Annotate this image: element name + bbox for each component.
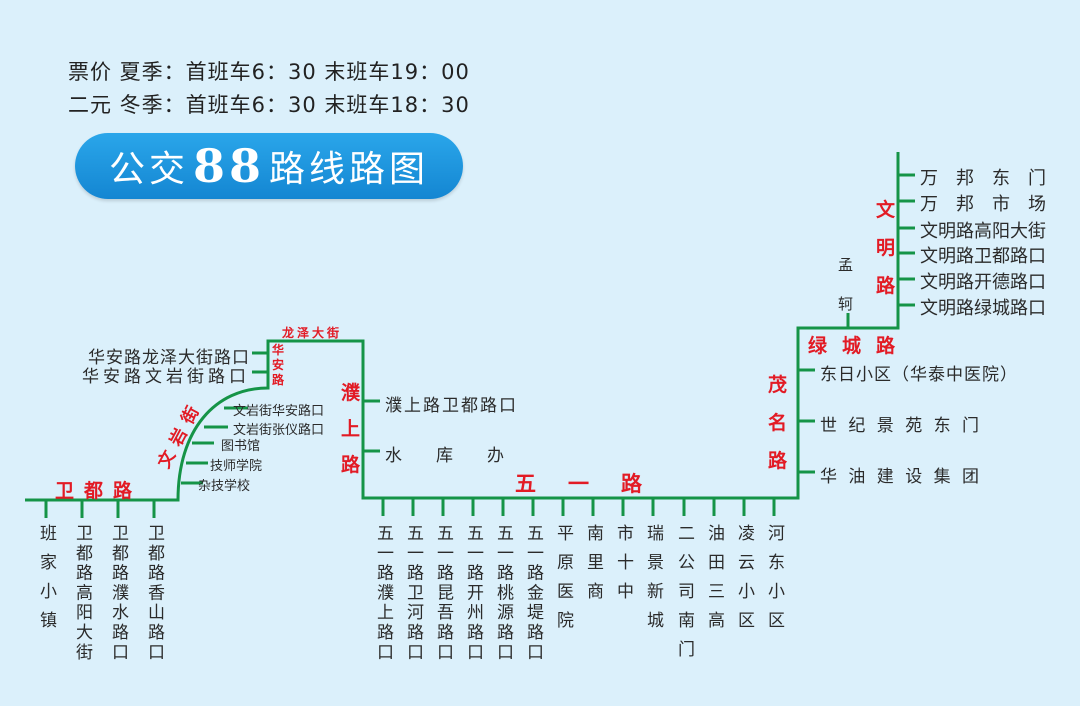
stop-huaan-wenyan: 华安路文岩街路口 [82,367,250,387]
road-label-wuyi: 五一路 [515,472,674,496]
stop-vertical: 五一路濮上路口 [373,524,393,663]
stop-vertical: 二公司南门 [674,524,694,669]
stop-vertical: 凌云小区 [734,524,754,640]
stop-wenming: 文明路绿城路口 [920,298,1046,319]
stop-vertical: 五一路桃源路口 [493,524,513,663]
stop-vertical: 卫都路香山路口 [144,524,164,663]
stop-ticks [44,173,915,518]
stop-huaan-longze: 华安路龙泽大街路口 [88,348,250,368]
stop-vertical: 五一路卫河路口 [403,524,423,663]
road-label-maoming: 茂名路 [768,374,788,472]
title-prefix: 公交 [108,149,189,190]
stop-wenming: 万 邦 市 场 [920,194,1046,215]
stop-wenming: 万 邦 东 门 [920,168,1046,189]
stop-vertical: 五一路昆吾路口 [433,524,453,663]
stop-pushang-weidu: 濮上路卫都路口 [385,396,518,416]
stop-vertical: 南里商 [583,524,603,611]
road-label-wenming: 文明路 [876,199,896,297]
stop-wenming: 文明路开德路口 [920,272,1046,293]
stop-wenyan-huaan: 文岩街华安路口 [233,404,325,419]
stop-shiji-jingyuan: 世 纪 景 苑 东 门 [820,416,983,436]
title-suffix: 路线路图 [269,149,430,190]
road-label-lvcheng: 绿城路 [808,335,911,357]
road-label-huaan: 华安路 [272,343,285,387]
road-label-longze: 龙泽大街 [282,326,343,340]
stop-dongri: 东日小区（华泰中医院） [820,365,1018,385]
stop-wenyan-zhangyi: 文岩街张仪路口 [233,423,325,438]
road-label-pushang: 濮上路 [341,382,361,476]
stop-library: 图书馆 [221,439,261,454]
stop-vertical: 平原医院 [553,524,573,640]
stop-vertical: 河东小区 [764,524,784,640]
stop-shuikuban: 水 库 办 [385,446,504,466]
stop-huayou-jianshe: 华 油 建 设 集 团 [820,467,983,487]
road-label-weidu: 卫都路 [55,480,143,502]
stop-vertical: 班家小镇 [36,524,56,640]
stop-vertical: 瑞景新城 [643,524,663,640]
fare-winter-schedule: 二元 冬季：首班车6：30 末班车18：30 [68,93,470,117]
stop-vertical: 卫都路濮水路口 [108,524,128,663]
stop-technician-college: 技师学院 [210,459,263,474]
stop-vertical: 卫都路高阳大街 [72,524,92,663]
stop-vertical: 五一路金堤路口 [523,524,543,663]
stop-mengke: 孟轲 [838,256,854,313]
stop-wenming: 文明路卫都路口 [920,246,1046,267]
stop-vertical: 五一路开州路口 [463,524,483,663]
route-number: 88 [192,139,265,193]
stop-acrobatics-school: 杂技学校 [198,479,251,494]
fare-summer-schedule: 票价 夏季：首班车6：30 末班车19：00 [68,60,470,84]
main-route-line [25,152,900,502]
stop-wenming: 文明路高阳大街 [920,221,1046,242]
stop-vertical: 市十中 [613,524,633,611]
stop-vertical: 油田三高 [704,524,724,640]
